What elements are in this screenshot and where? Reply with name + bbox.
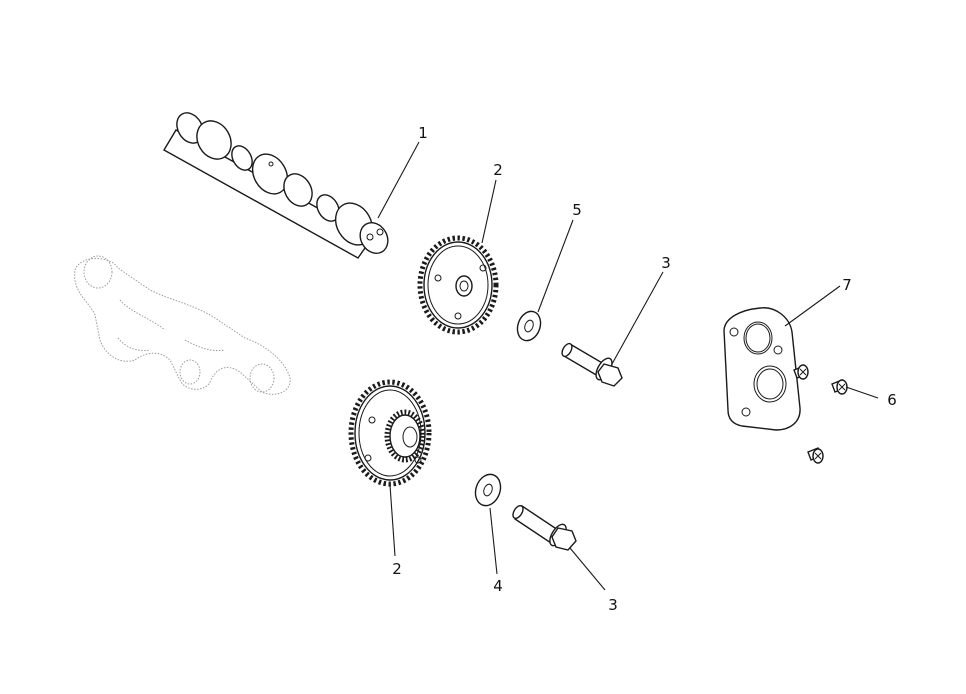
leader-3-upper (611, 271, 664, 365)
callout-5: 5 (572, 201, 582, 219)
screw-middle (831, 379, 848, 395)
washer-lower (474, 473, 502, 507)
leader-7 (784, 285, 841, 327)
camshaft (163, 112, 389, 259)
flange-bolt-lower (512, 504, 577, 551)
callout-3-upper: 3 (661, 254, 671, 272)
leader-2-lower (389, 484, 396, 557)
leader-3-lower (569, 547, 606, 591)
leader-lines (377, 141, 879, 591)
washer-upper (516, 310, 542, 342)
callout-2-upper: 2 (493, 161, 503, 179)
leader-1 (377, 141, 420, 219)
flange-bolt-upper (561, 342, 623, 387)
leader-6 (845, 386, 879, 399)
leader-4 (489, 507, 498, 575)
leader-2-upper (481, 179, 497, 244)
screw-upper (793, 364, 809, 380)
screw-lower (807, 447, 824, 464)
callout-7: 7 (842, 276, 852, 294)
callout-2-lower: 2 (392, 560, 402, 578)
leader-5 (537, 219, 574, 313)
callout-3-lower: 3 (608, 596, 618, 614)
lower-timing-gear (348, 379, 432, 487)
ghost-rocker-housing (74, 255, 291, 395)
callout-4: 4 (493, 577, 503, 595)
callout-1: 1 (418, 124, 428, 142)
cover-plate (723, 307, 801, 431)
upper-timing-gear (417, 235, 499, 335)
callout-6: 6 (887, 391, 897, 409)
